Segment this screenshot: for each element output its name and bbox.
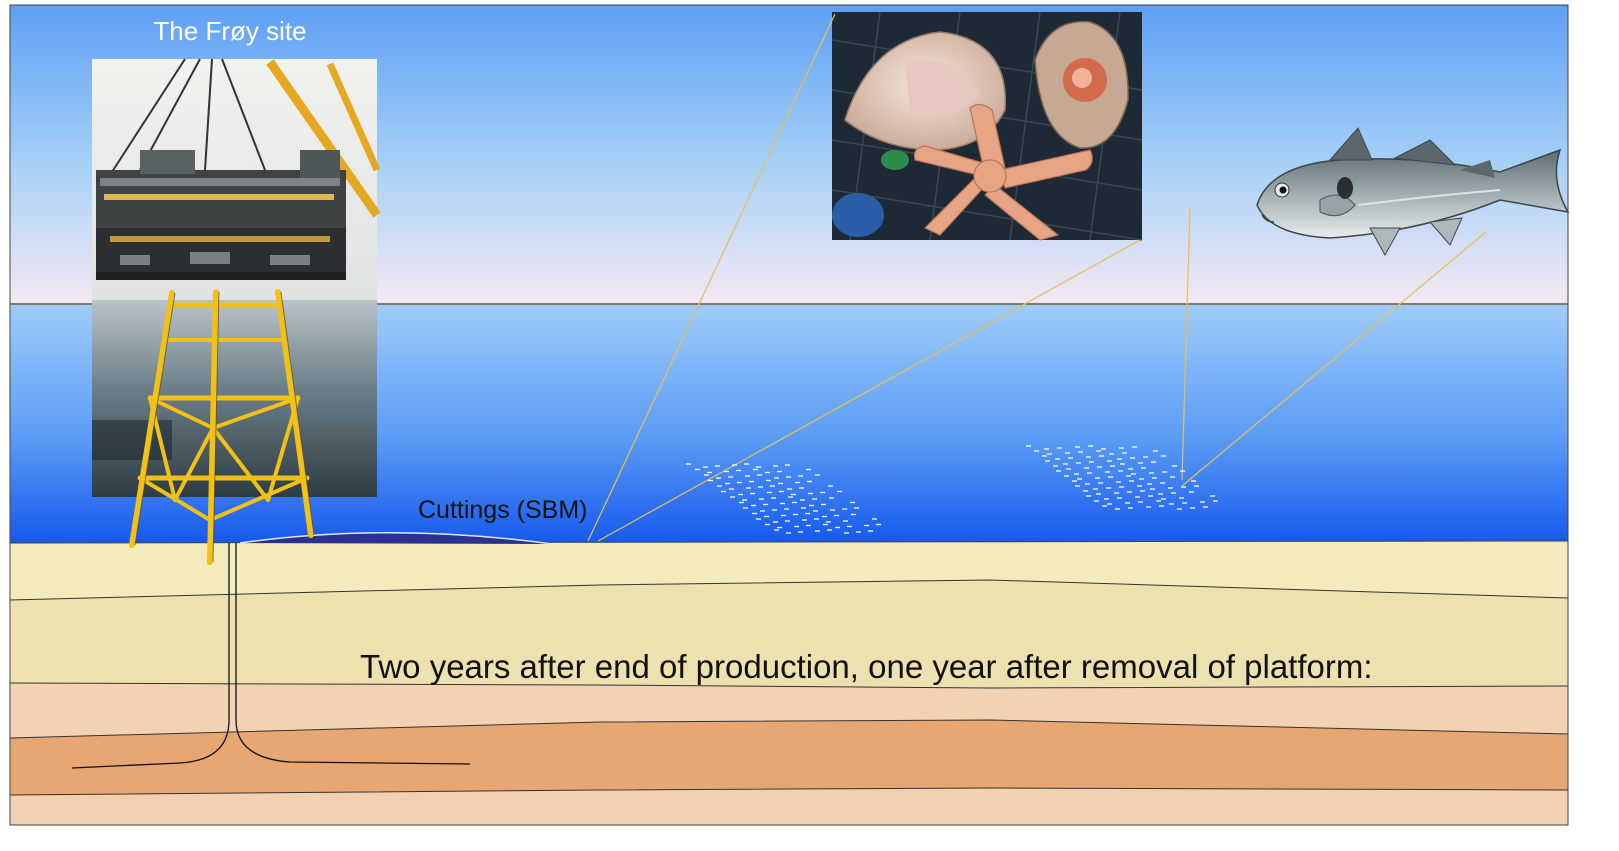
benthic-photo: [832, 12, 1142, 240]
platform-photo: [92, 59, 377, 497]
cuttings-label: Cuttings (SBM): [418, 496, 587, 525]
site-title: The Frøy site: [110, 16, 350, 47]
sediment-layer-5: [10, 788, 1568, 825]
caption: Two years after end of production, one y…: [360, 648, 1373, 686]
